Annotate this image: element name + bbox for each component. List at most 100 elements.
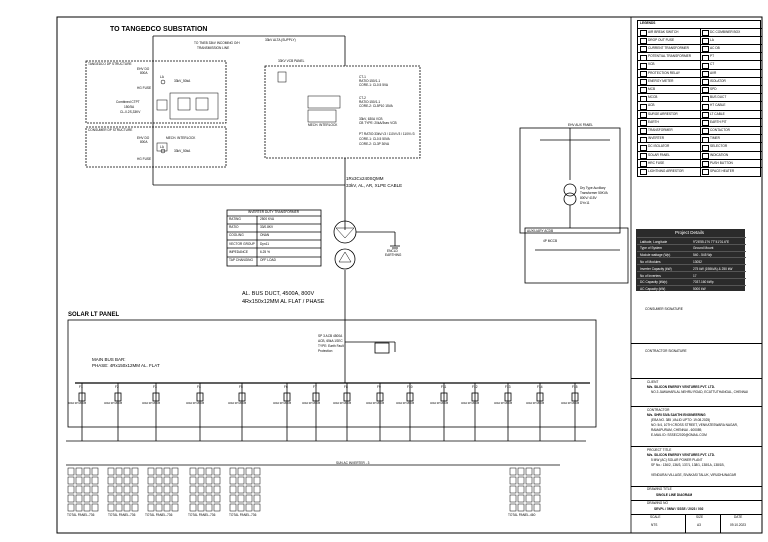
solar-panel-icon: [189, 494, 197, 503]
solar-panel-icon: [229, 467, 237, 476]
project-key: Inverter Capacity (kW): [640, 266, 672, 271]
legend-item-right: CT: [710, 62, 715, 67]
consumer-ehv-label: 33kV_50kA: [174, 149, 191, 153]
legend-item-left: SURGE ARRESTOR: [648, 111, 678, 116]
legend-item-right: SELECTOR: [710, 144, 728, 149]
tangedco-dp-title: TANGEDCO DP STRUCTURE: [88, 62, 132, 66]
acb-line-3: TYPE: Earth Fault: [318, 344, 344, 348]
legend-item-left: VCB: [648, 62, 655, 67]
project-sf: SF No.: 136/2, 136/3, 137/1, 138/1, 138/…: [651, 463, 725, 467]
solar-panel-icon: [147, 485, 155, 494]
solar-panel-icon: [155, 485, 163, 494]
solar-panel-icon: [123, 485, 131, 494]
acb-line-4: Protection: [318, 349, 333, 353]
solar-panel-icon: [525, 467, 533, 476]
earthing-label-2: EARTHING: [385, 253, 402, 257]
consumer-rating: 800A: [140, 140, 148, 144]
legend-symbol-icon: [702, 112, 709, 118]
legend-symbol-icon: [702, 153, 709, 159]
solar-panel-icon: [75, 485, 83, 494]
feeder-mccb: 400A 3P MCCB: [228, 402, 247, 405]
tangedco-la: LA: [160, 75, 164, 79]
solar-panel-icon: [189, 467, 197, 476]
main-bus-1: MAIN BUS BAR:: [92, 357, 126, 362]
legend-item-left: AIR BREAK SWITCH: [648, 29, 679, 34]
solar-panel-icon: [131, 467, 139, 476]
legend-symbol-icon: [640, 153, 647, 159]
solar-panel-icon: [131, 494, 139, 503]
feeder-id: F14: [537, 385, 543, 389]
feeder-id: F3: [153, 385, 157, 389]
aux-transformer: Transformer 50KVA: [580, 191, 608, 195]
ct1-core: CORE-1: CL0.5 5VA: [359, 83, 388, 87]
legend-symbol-icon: [702, 71, 709, 77]
mccb-symbol-icon: [571, 392, 579, 402]
tangedco-rating: 800A: [140, 71, 148, 75]
solar-panel-icon: [189, 503, 197, 512]
panel-count-label: TOTAL PANEL-736: [145, 513, 173, 517]
feeder-mccb: 400A 3P MCCB: [430, 402, 449, 405]
legend-symbol-icon: [640, 136, 647, 143]
solar-panel-icon: [67, 485, 75, 494]
legend-item-left: CURRENT TRANSFORMER: [648, 45, 689, 50]
solar-panel-icon: [91, 494, 99, 503]
solar-panel-icon: [67, 494, 75, 503]
idt-value: 2500 KVA: [260, 217, 275, 221]
solar-panel-icon: [91, 476, 99, 485]
solar-panel-icon: [115, 476, 123, 485]
project-label: PROJECT TITLE: [647, 448, 672, 452]
inverter-caption: SUN AC INVERTER - 3: [336, 461, 370, 465]
solar-panel-icon: [147, 503, 155, 512]
feeder-id: F15: [572, 385, 578, 389]
feeder-id: F8: [344, 385, 348, 389]
feeder-mccb: 400A 3P MCCB: [494, 402, 513, 405]
legend-symbol-icon: [640, 128, 647, 135]
feeder-id: F9: [377, 385, 381, 389]
legend-symbol-icon: [702, 87, 709, 94]
legend-item-right: AVR: [710, 70, 717, 75]
project-key: Latitude, Longitude: [640, 239, 668, 244]
solar-panel-icon: [253, 476, 261, 485]
legend-item-right: AC DB: [710, 45, 720, 50]
solar-panel-icon: [147, 476, 155, 485]
feeder-id: F6: [284, 385, 288, 389]
tangedco-ehv-label: 33kV_50kA: [174, 79, 191, 83]
drawing-no: SEVPL / 5MW / SSSE / 2023 / 002: [654, 507, 704, 511]
mccb-symbol-icon: [440, 392, 448, 402]
legend-item-right: LA: [710, 37, 714, 42]
legend-symbol-icon: [702, 161, 709, 168]
solar-panel-icon: [533, 476, 541, 485]
ct1-ratio: RATIO:150/1-1: [359, 79, 381, 83]
solar-panel-icon: [197, 467, 205, 476]
legend-symbol-icon: [640, 54, 647, 61]
solar-lt-panel-title: SOLAR LT PANEL: [68, 312, 120, 318]
project-value: Ground Mount: [693, 246, 714, 251]
legend-item-right: SPACE HEATER: [710, 168, 735, 173]
legend-item-right: DC COMBINER BOX: [710, 29, 741, 34]
solar-panel-icon: [533, 485, 541, 494]
idt-title: INVERTER DUTY TRANSFORMER: [248, 210, 300, 214]
legend-symbol-icon: [640, 120, 647, 127]
feeder-id: F12: [472, 385, 478, 389]
project-key: AC Capacity (kW): [640, 287, 666, 292]
project-value: 13052: [693, 260, 702, 265]
mccb-symbol-icon: [152, 392, 160, 402]
solar-panel-icon: [237, 467, 245, 476]
legend-symbol-icon: [702, 79, 709, 86]
solar-panel-icon: [509, 485, 517, 494]
aux-title: EHV AUX PANEL: [568, 123, 593, 127]
aux-ratio: 800V/ 415V: [580, 196, 597, 200]
project-value: 275 kW (198kVA) & 250 kW: [693, 266, 733, 271]
idt-key: RATING: [229, 217, 241, 221]
idt-key: IMPEDANCE: [229, 249, 248, 254]
solar-panel-icon: [67, 467, 75, 476]
contractor-label: CONTRACTOR: [647, 408, 670, 412]
